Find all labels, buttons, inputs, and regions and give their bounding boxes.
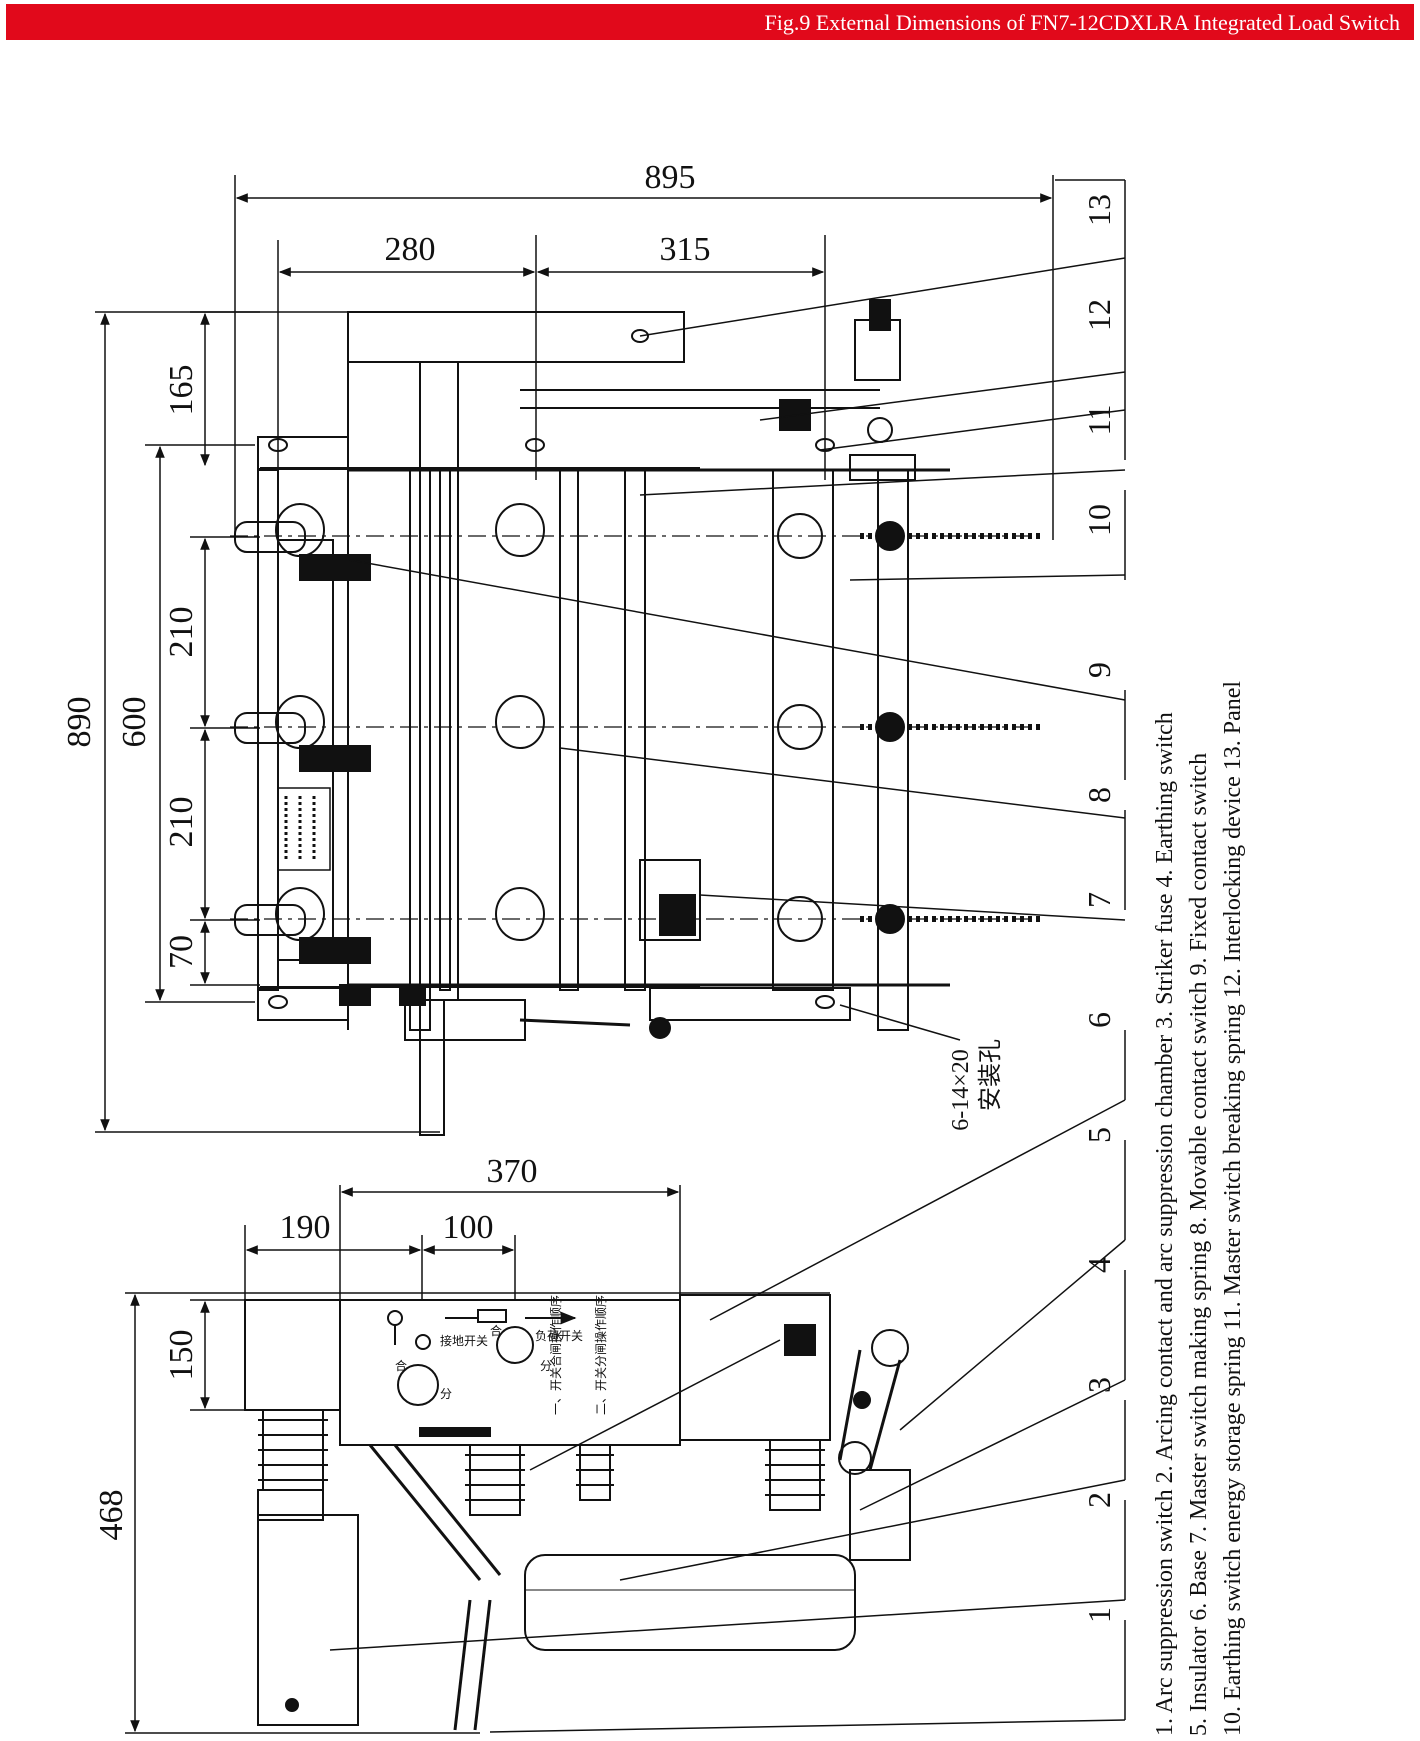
insulator-mid — [465, 1444, 525, 1516]
dim-span-right: 315 — [660, 231, 711, 268]
dim-side-width: 370 — [487, 1153, 538, 1190]
callout-2: 2 — [1081, 1492, 1117, 1508]
callout-8: 8 — [1081, 787, 1117, 803]
insulator-left — [258, 1409, 328, 1491]
phase-group-1 — [234, 503, 1040, 581]
callout-13: 13 — [1081, 194, 1117, 226]
legend-line-3: 10. Earthing switch energy storage sprin… — [1220, 681, 1246, 1736]
callout-3: 3 — [1081, 1377, 1117, 1393]
callout-numbers: 1 2 3 4 5 6 7 8 9 10 11 12 13 — [1081, 194, 1117, 1623]
panel-instr-close: 一、开关合闸操作顺序 — [548, 1295, 563, 1415]
phase-group-3 — [234, 887, 1040, 964]
callout-frames — [1055, 179, 1126, 1720]
panel-markings: 合 分 合 分 接地开关 负荷开关 一、开关合闸操作顺序 二、开关分闸操作顺序 — [395, 1295, 608, 1415]
leader-lines-front — [349, 257, 1126, 1041]
dim-top-offset: 165 — [163, 365, 200, 416]
callout-7: 7 — [1081, 892, 1117, 908]
callout-4: 4 — [1081, 1257, 1117, 1273]
legend-line-2: 5. Insulator 6. Base 7. Master switch ma… — [1186, 753, 1212, 1736]
phase-group-2 — [234, 695, 1040, 772]
panel-load-switch: 负荷开关 — [535, 1329, 583, 1343]
insulator-right — [765, 1439, 825, 1511]
dim-pitch-2: 210 — [163, 797, 200, 848]
dim-overall-width: 895 — [645, 159, 696, 196]
hole-size: 6-14×20 — [948, 1049, 974, 1131]
figure-title: Fig.9 External Dimensions of FN7-12CDXLR… — [764, 10, 1400, 35]
panel-fen-2: 分 — [540, 1359, 552, 1373]
callout-12: 12 — [1081, 299, 1117, 331]
panel-instr-open: 二、开关分闸操作顺序 — [593, 1295, 608, 1415]
mounting-holes — [268, 329, 835, 1009]
hole-label-cn: 安装孔 — [977, 1039, 1004, 1111]
panel-ground-switch: 接地开关 — [440, 1333, 488, 1348]
callout-5: 5 — [1081, 1127, 1117, 1143]
side-view — [125, 1185, 911, 1734]
dim-overall-height: 890 — [61, 697, 98, 748]
callout-1: 1 — [1081, 1607, 1117, 1623]
callout-9: 9 — [1081, 662, 1117, 678]
callout-6: 6 — [1081, 1012, 1117, 1028]
callout-10: 10 — [1081, 504, 1117, 536]
callout-11: 11 — [1081, 405, 1117, 436]
panel-fen-1: 分 — [440, 1387, 452, 1401]
panel-he-1: 合 — [395, 1358, 407, 1373]
dim-bottom-offset: 70 — [163, 935, 200, 969]
dim-pitch-1: 210 — [163, 607, 200, 658]
dim-side-height: 468 — [93, 1490, 130, 1541]
legend: 1. Arc suppression switch 2. Arcing cont… — [1152, 681, 1246, 1736]
dim-span-left: 280 — [385, 231, 436, 268]
dim-side-mid: 100 — [443, 1209, 494, 1246]
dimension-labels: 895 280 315 890 600 165 210 210 70 370 1… — [61, 159, 711, 1541]
front-view — [95, 175, 1054, 1136]
dim-mount-height: 600 — [116, 697, 153, 748]
mounting-hole-note: 6-14×20 安装孔 — [948, 1039, 1004, 1131]
leader-lines-side — [329, 1099, 1126, 1733]
dim-side-top: 150 — [163, 1330, 200, 1381]
insulator-small — [576, 1444, 614, 1501]
dim-side-left: 190 — [280, 1209, 331, 1246]
panel-he-2: 合 — [490, 1323, 502, 1338]
legend-line-1: 1. Arc suppression switch 2. Arcing cont… — [1152, 712, 1178, 1736]
header-bar: Fig.9 External Dimensions of FN7-12CDXLR… — [6, 4, 1414, 40]
